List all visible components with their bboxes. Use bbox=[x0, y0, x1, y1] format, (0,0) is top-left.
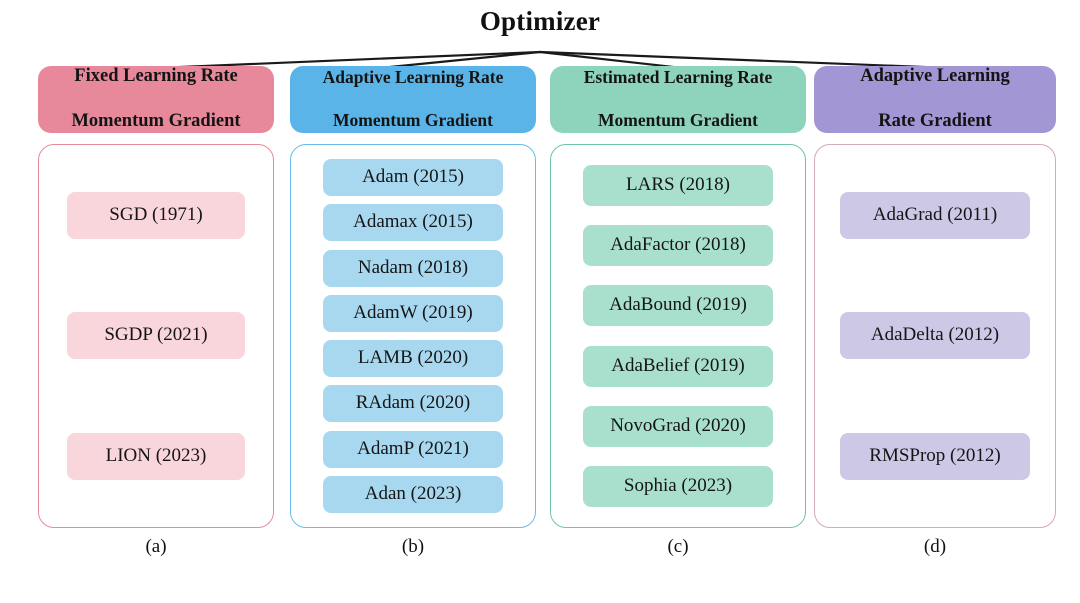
caption-c: (c) bbox=[667, 536, 689, 557]
column-c-header: Estimated Learning Rate Momentum Gradien… bbox=[550, 66, 806, 133]
list-item[interactable]: AdamP (2021) bbox=[323, 430, 503, 468]
column-d-header: Adaptive Learning Rate Gradient bbox=[814, 66, 1056, 133]
column-a-header-line1: Fixed Learning Rate bbox=[74, 66, 238, 87]
column-a-header-line2: Momentum Gradient bbox=[71, 111, 241, 132]
list-item[interactable]: AdaBelief (2019) bbox=[583, 345, 773, 387]
column-d-body: AdaGrad (2011) AdaDelta (2012) RMSProp (… bbox=[814, 144, 1056, 528]
category-column-a: Fixed Learning Rate Momentum Gradient SG… bbox=[38, 66, 274, 528]
caption-b: (b) bbox=[401, 536, 425, 557]
column-a-header: Fixed Learning Rate Momentum Gradient bbox=[38, 66, 274, 133]
column-c-header-line2: Momentum Gradient bbox=[598, 109, 758, 130]
list-item[interactable]: SGDP (2021) bbox=[67, 312, 245, 360]
list-item[interactable]: AdaBound (2019) bbox=[583, 285, 773, 327]
list-item[interactable]: AdaFactor (2018) bbox=[583, 224, 773, 266]
column-c-body: LARS (2018) AdaFactor (2018) AdaBound (2… bbox=[550, 144, 806, 528]
category-column-d: Adaptive Learning Rate Gradient AdaGrad … bbox=[814, 66, 1056, 528]
list-item[interactable]: Sophia (2023) bbox=[583, 466, 773, 508]
column-b-body: Adam (2015) Adamax (2015) Nadam (2018) A… bbox=[290, 144, 536, 528]
caption-d: (d) bbox=[923, 536, 947, 557]
column-c-header-line1: Estimated Learning Rate bbox=[583, 66, 773, 87]
list-item[interactable]: Adan (2023) bbox=[323, 475, 503, 513]
list-item[interactable]: NovoGrad (2020) bbox=[583, 405, 773, 447]
list-item[interactable]: Nadam (2018) bbox=[323, 249, 503, 287]
column-b-header-line1: Adaptive Learning Rate bbox=[322, 66, 504, 87]
category-column-b: Adaptive Learning Rate Momentum Gradient… bbox=[290, 66, 536, 528]
column-b-header-line2: Momentum Gradient bbox=[333, 109, 493, 130]
diagram-title: Optimizer bbox=[479, 6, 601, 36]
caption-a: (a) bbox=[145, 536, 167, 557]
column-d-header-line2: Rate Gradient bbox=[878, 111, 992, 132]
list-item[interactable]: SGD (1971) bbox=[67, 191, 245, 239]
category-column-c: Estimated Learning Rate Momentum Gradien… bbox=[550, 66, 806, 528]
list-item[interactable]: LARS (2018) bbox=[583, 164, 773, 206]
list-item[interactable]: LAMB (2020) bbox=[323, 340, 503, 378]
list-item[interactable]: Adam (2015) bbox=[323, 159, 503, 197]
list-item[interactable]: Adamax (2015) bbox=[323, 204, 503, 242]
list-item[interactable]: RAdam (2020) bbox=[323, 385, 503, 423]
list-item[interactable]: AdaGrad (2011) bbox=[840, 191, 1030, 239]
column-a-body: SGD (1971) SGDP (2021) LION (2023) bbox=[38, 144, 274, 528]
list-item[interactable]: LION (2023) bbox=[67, 433, 245, 481]
column-d-header-line1: Adaptive Learning bbox=[860, 66, 1010, 87]
list-item[interactable]: RMSProp (2012) bbox=[840, 433, 1030, 481]
list-item[interactable]: AdaDelta (2012) bbox=[840, 312, 1030, 360]
list-item[interactable]: AdamW (2019) bbox=[323, 294, 503, 332]
column-b-header: Adaptive Learning Rate Momentum Gradient bbox=[290, 66, 536, 133]
